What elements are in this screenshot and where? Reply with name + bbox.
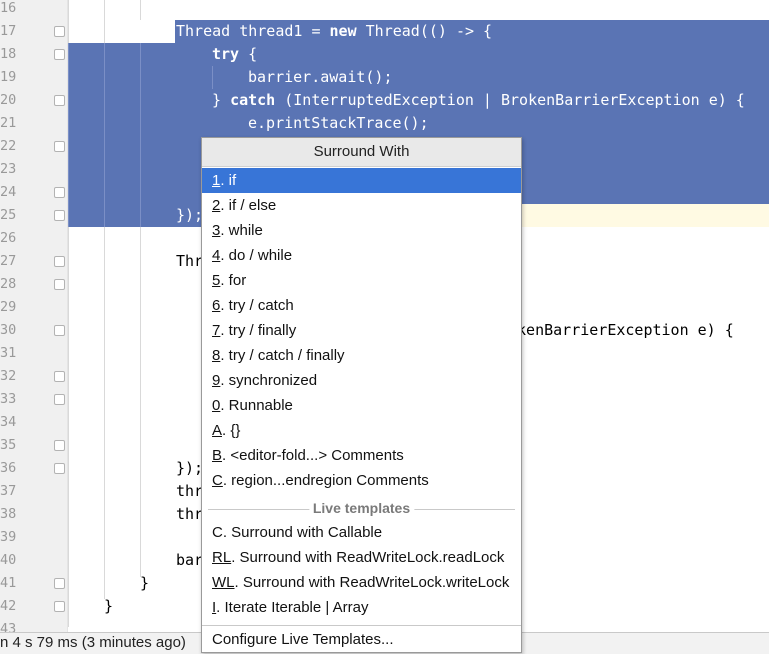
line-number: 23 (0, 161, 17, 177)
fold-marker-icon[interactable] (54, 210, 65, 221)
menu-item-synchronized[interactable]: 9. synchronized (212, 372, 318, 389)
menu-item-while[interactable]: 3. while (212, 222, 263, 239)
live-templates-separator: Live templates (202, 500, 521, 517)
surround-with-popup[interactable]: Surround With 1. if 2. if / else 3. whil… (201, 137, 522, 653)
code-line: }); (176, 206, 204, 224)
configure-live-templates-link[interactable]: Configure Live Templates... (212, 631, 394, 648)
code-line: okenBarrierException e) { (508, 321, 734, 339)
fold-marker-icon[interactable] (54, 187, 65, 198)
indent-guide (68, 227, 69, 627)
line-number: 31 (0, 345, 17, 361)
menu-item-iterate[interactable]: I. Iterate Iterable | Array (212, 599, 369, 616)
line-number: 37 (0, 483, 17, 499)
indent-guide (68, 0, 69, 43)
line-number: 24 (0, 184, 17, 200)
line-number: 17 (0, 23, 17, 39)
line-number: 20 (0, 92, 17, 108)
line-number: 32 (0, 368, 17, 384)
line-number: 33 (0, 391, 17, 407)
line-number: 18 (0, 46, 17, 62)
line-number: 26 (0, 230, 17, 246)
fold-marker-icon[interactable] (54, 95, 65, 106)
menu-item-region-comments[interactable]: C. region...endregion Comments (212, 472, 429, 489)
text-selection (175, 20, 769, 43)
code-line: bar (176, 551, 204, 569)
configure-separator (202, 625, 521, 626)
code-line: } (104, 597, 114, 615)
indent-guide (104, 227, 105, 599)
status-text: n 4 s 79 ms (3 minutes ago) (0, 634, 186, 651)
line-number: 25 (0, 207, 17, 223)
line-number: 19 (0, 69, 17, 85)
menu-item-if-else[interactable]: 2. if / else (212, 197, 277, 214)
line-number: 16 (0, 0, 17, 16)
code-line: thr (176, 505, 204, 523)
line-number: 39 (0, 529, 17, 545)
fold-marker-icon[interactable] (54, 26, 65, 37)
line-number: 30 (0, 322, 17, 338)
line-number: 22 (0, 138, 17, 154)
code-line: try { (212, 45, 258, 63)
code-line: Thr (176, 252, 204, 270)
menu-item-for[interactable]: 5. for (212, 272, 247, 289)
indent-guide (212, 66, 213, 89)
menu-item-try-finally[interactable]: 7. try / finally (212, 322, 297, 339)
indent-guide (104, 0, 105, 43)
fold-marker-icon[interactable] (54, 49, 65, 60)
menu-item-writelock[interactable]: WL. Surround with ReadWriteLock.writeLoc… (212, 574, 510, 591)
line-number-gutter[interactable]: 16 17 18 19 20 21 22 23 24 25 26 27 28 2… (0, 0, 68, 653)
menu-item-try-catch-finally[interactable]: 8. try / catch / finally (212, 347, 345, 364)
line-number: 42 (0, 598, 17, 614)
fold-marker-icon[interactable] (54, 394, 65, 405)
code-line: e.printStackTrace(); (248, 114, 429, 132)
indent-guide (140, 43, 141, 227)
code-line: barrier.await(); (248, 68, 393, 86)
line-number: 41 (0, 575, 17, 591)
line-number: 34 (0, 414, 17, 430)
fold-marker-icon[interactable] (54, 463, 65, 474)
menu-item-braces[interactable]: A. {} (212, 422, 241, 439)
code-line: } (140, 574, 150, 592)
line-number: 40 (0, 552, 17, 568)
menu-item-runnable[interactable]: 0. Runnable (212, 397, 293, 414)
line-number: 36 (0, 460, 17, 476)
code-line: } catch (InterruptedException | BrokenBa… (212, 91, 745, 109)
code-line: Thread thread1 = new Thread(() -> { (176, 22, 493, 40)
code-line: thr (176, 482, 204, 500)
line-number: 29 (0, 299, 17, 315)
indent-guide (140, 227, 141, 577)
menu-item-surround-callable[interactable]: C. Surround with Callable (212, 524, 383, 541)
fold-marker-icon[interactable] (54, 578, 65, 589)
fold-marker-icon[interactable] (54, 371, 65, 382)
fold-marker-icon[interactable] (54, 325, 65, 336)
line-number: 38 (0, 506, 17, 522)
fold-marker-icon[interactable] (54, 141, 65, 152)
line-number: 27 (0, 253, 17, 269)
menu-item-readlock[interactable]: RL. Surround with ReadWriteLock.readLock (212, 549, 505, 566)
menu-item-if[interactable]: 1. if (202, 168, 521, 193)
popup-title: Surround With (202, 138, 521, 167)
text-selection (68, 204, 203, 227)
fold-marker-icon[interactable] (54, 601, 65, 612)
fold-marker-icon[interactable] (54, 440, 65, 451)
indent-guide (68, 43, 69, 227)
code-line: }); (176, 459, 204, 477)
indent-guide (104, 43, 105, 227)
indent-guide (140, 0, 141, 20)
line-number: 28 (0, 276, 17, 292)
menu-item-do-while[interactable]: 4. do / while (212, 247, 293, 264)
menu-item-try-catch[interactable]: 6. try / catch (212, 297, 294, 314)
live-templates-label: Live templates (308, 500, 415, 516)
fold-marker-icon[interactable] (54, 256, 65, 267)
code-editor[interactable]: Thread thread1 = new Thread(() -> { try … (68, 0, 769, 653)
line-number: 35 (0, 437, 17, 453)
menu-item-editor-fold-comments[interactable]: B. <editor-fold...> Comments (212, 447, 404, 464)
fold-marker-icon[interactable] (54, 279, 65, 290)
line-number: 21 (0, 115, 17, 131)
